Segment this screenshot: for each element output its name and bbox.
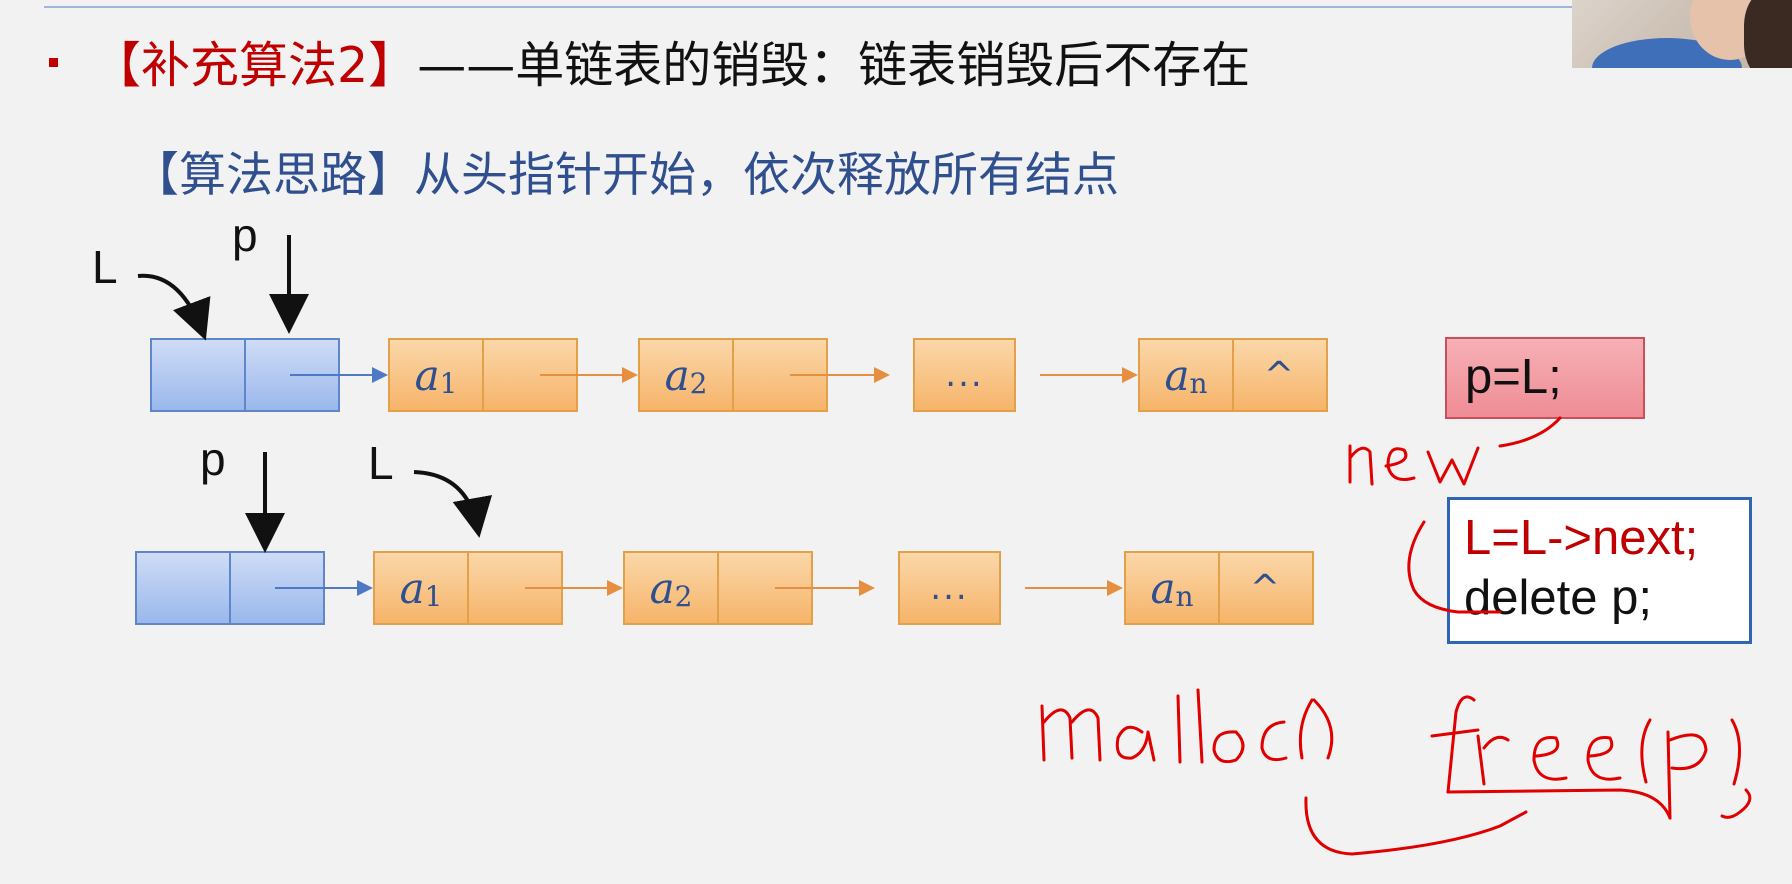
ink-new — [1348, 416, 1562, 486]
row1-node-a2-next — [732, 340, 824, 410]
presenter-hair — [1744, 0, 1792, 68]
row1-node-ellipsis: ... — [913, 338, 1016, 412]
row2-L-pointer-arrow — [413, 470, 493, 538]
bullet-icon — [49, 58, 58, 67]
row1-label-L: L — [92, 241, 118, 293]
ink-free — [1430, 695, 1752, 820]
code-loop-box: L=L->next; delete p; — [1447, 497, 1752, 644]
code-init-text: p=L; — [1465, 350, 1562, 404]
row2-node-ellipsis: ... — [898, 551, 1001, 625]
row2-head-next-cell — [229, 553, 321, 623]
ink-curved-pointer — [1407, 520, 1502, 614]
row1-label-p: p — [232, 209, 258, 261]
row1-head-next-cell — [244, 340, 336, 410]
code-loop-line1: L=L->next; — [1464, 511, 1699, 565]
ink-malloc — [1040, 688, 1334, 764]
algorithm-idea: 【算法思路】从头指针开始，依次释放所有结点 — [132, 148, 1119, 203]
row2-node-a1-next — [467, 553, 559, 623]
ink-bracket — [1304, 796, 1528, 856]
row1-node-a1-next — [482, 340, 574, 410]
code-loop-line2: delete p; — [1464, 571, 1652, 625]
row2-label-L: L — [368, 437, 394, 489]
code-init-box: p=L; — [1445, 337, 1645, 419]
row2-node-an-null: ^ — [1218, 553, 1310, 623]
row1-node-an-null: ^ — [1232, 340, 1324, 410]
title-rest: ——单链表的销毁：链表销毁后不存在 — [417, 37, 1251, 94]
slide-title: 【补充算法2】——单链表的销毁：链表销毁后不存在 — [92, 36, 1250, 96]
top-rule — [44, 6, 1574, 8]
row1-L-pointer-arrow — [137, 273, 211, 341]
row2-node-a2-next — [717, 553, 809, 623]
row2-label-p: p — [200, 433, 226, 485]
title-bracket: 【补充算法2】 — [92, 37, 418, 94]
presenter-webcam — [1572, 0, 1792, 68]
ink-underline — [1446, 788, 1672, 820]
